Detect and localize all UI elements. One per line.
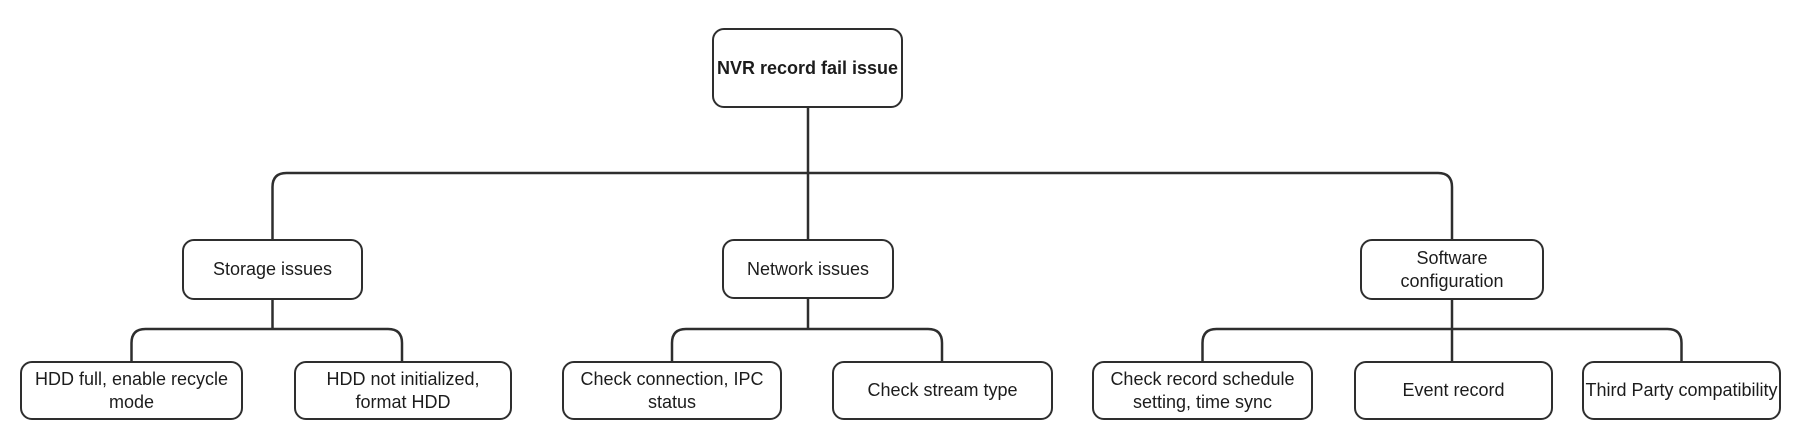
connector-network-bus	[670, 327, 944, 361]
node-label: HDD full, enable recycle mode	[34, 368, 229, 412]
node-label: Third Party compatibility	[1585, 380, 1778, 400]
node-check-connection-ipc-status: Check connection, IPC status	[562, 361, 782, 420]
node-check-record-schedule-time-sync: Check record schedule setting, time sync	[1092, 361, 1313, 420]
node-hdd-not-initialized-format-hdd: HDD not initialized, format HDD	[294, 361, 512, 420]
connector-storage-bus	[130, 327, 404, 361]
node-label: Event record	[1402, 380, 1505, 400]
connector-software-bus	[1201, 327, 1683, 361]
node-event-record: Event record	[1354, 361, 1553, 420]
node-label: Check record schedule setting, time sync	[1110, 368, 1295, 412]
node-third-party-compatibility: Third Party compatibility	[1582, 361, 1781, 420]
node-label: HDD not initialized, format HDD	[326, 368, 480, 412]
node-check-stream-type: Check stream type	[832, 361, 1053, 420]
node-label: Check connection, IPC status	[580, 368, 764, 412]
node-nvr-record-fail-issue: NVR record fail issue	[712, 28, 903, 108]
node-label: Network issues	[746, 258, 870, 279]
node-label: Storage issues	[212, 259, 333, 279]
node-network-issues: Network issues	[722, 239, 894, 299]
node-label: Check stream type	[867, 380, 1018, 400]
node-hdd-full-enable-recycle-mode: HDD full, enable recycle mode	[20, 361, 243, 420]
connector-level2-bus	[271, 171, 1454, 239]
node-label: Software configuration	[1400, 247, 1504, 291]
node-storage-issues: Storage issues	[182, 239, 363, 300]
node-software-configuration: Software configuration	[1360, 239, 1544, 300]
node-label: NVR record fail issue	[716, 57, 899, 78]
